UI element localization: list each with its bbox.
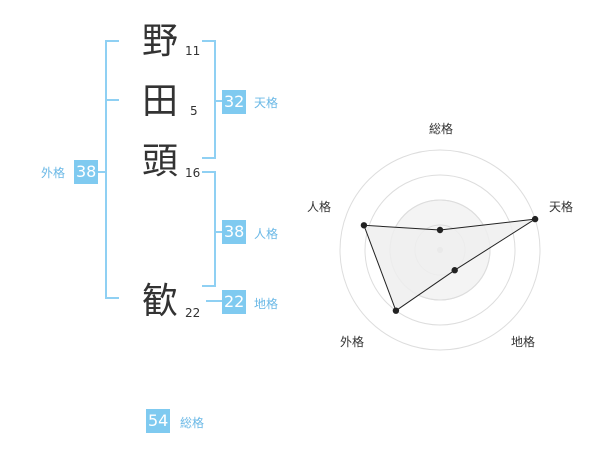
tenkaku-bracket-vertical bbox=[214, 40, 216, 159]
name-char-1: 野 bbox=[142, 21, 179, 62]
outer-bracket-top bbox=[105, 40, 119, 42]
soukaku-value: 54 bbox=[146, 409, 171, 433]
jinkaku-bracket-vertical bbox=[214, 171, 216, 287]
name-char-3: 頭 bbox=[142, 141, 179, 182]
soukaku-label: 総格 bbox=[180, 416, 205, 430]
chikaku-bracket-connector bbox=[206, 300, 222, 302]
chikaku-label: 地格 bbox=[254, 297, 279, 311]
jinkaku-value: 38 bbox=[222, 220, 247, 244]
name-char-4-strokes: 22 bbox=[185, 306, 201, 320]
outer-bracket-mid bbox=[105, 99, 119, 101]
radar-label-soukaku: 総格 bbox=[428, 122, 453, 136]
chikaku-value: 22 bbox=[222, 290, 247, 314]
radar-ring-4 bbox=[339, 149, 541, 351]
radar-point-0 bbox=[436, 226, 444, 234]
tenkaku-value: 32 bbox=[222, 90, 247, 114]
radar-ring-3 bbox=[364, 174, 516, 326]
radar-chart bbox=[339, 149, 541, 351]
radar-point-4 bbox=[360, 222, 368, 229]
name-char-1-strokes: 11 bbox=[185, 44, 201, 58]
radar-label-jinkaku: 人格 bbox=[306, 200, 331, 214]
name-char-3-strokes: 16 bbox=[185, 166, 201, 180]
jinkaku-bracket-bottom bbox=[202, 285, 216, 287]
radar-label-chikaku: 地格 bbox=[510, 335, 535, 349]
name-char-4: 歓 bbox=[142, 281, 179, 322]
radar-series-polygon bbox=[363, 218, 536, 312]
jinkaku-bracket-connector bbox=[214, 231, 222, 233]
name-char-2: 田 bbox=[142, 81, 179, 122]
tenkaku-bracket-bottom bbox=[202, 157, 216, 159]
radar-label-gaikaku: 外格 bbox=[339, 335, 364, 349]
radar-point-3 bbox=[392, 307, 400, 314]
radar-point-1 bbox=[531, 215, 539, 223]
name-char-2-strokes: 5 bbox=[190, 104, 198, 118]
radar-points bbox=[360, 215, 539, 314]
tenkaku-label: 天格 bbox=[254, 96, 279, 110]
jinkaku-label: 人格 bbox=[254, 227, 279, 241]
outer-bracket-vertical bbox=[105, 40, 107, 299]
outer-bracket-connector bbox=[97, 171, 105, 173]
outer-bracket-bottom bbox=[105, 297, 119, 299]
tenkaku-bracket-top bbox=[202, 40, 216, 42]
gaikaku-value: 38 bbox=[74, 160, 99, 184]
gaikaku-label: 外格 bbox=[41, 166, 66, 180]
radar-point-2 bbox=[451, 267, 458, 274]
jinkaku-bracket-top bbox=[202, 171, 216, 173]
radar-label-tenkaku: 天格 bbox=[548, 200, 573, 214]
tenkaku-bracket-connector bbox=[214, 100, 222, 102]
